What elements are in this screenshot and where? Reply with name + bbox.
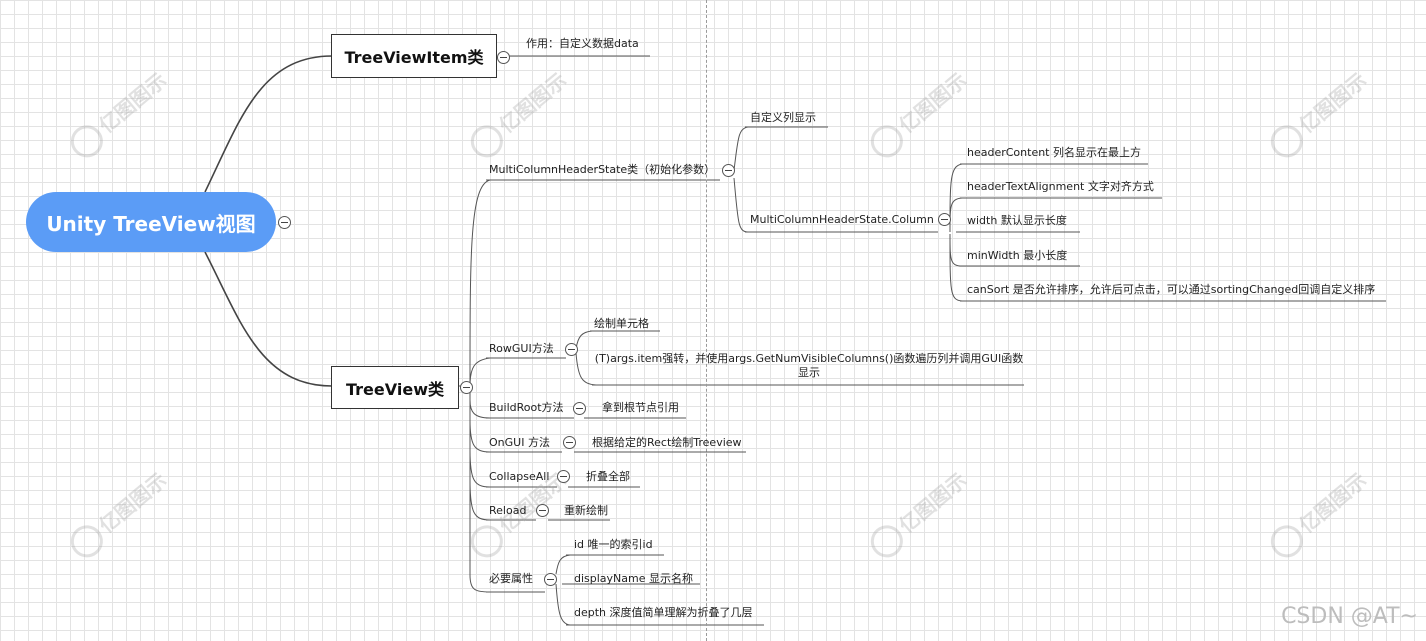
rowgui-child[interactable]: (T)args.item强转，并使用args.GetNumVisibleColu… [594,352,1024,379]
treeview-node[interactable]: TreeView类 [331,366,459,409]
csdn-credit: CSDN @AT~ [1281,604,1418,629]
rowgui-child[interactable]: 绘制单元格 [594,317,649,330]
column-field[interactable]: canSort 是否允许排序，允许后可点击，可以通过sortingChanged… [967,283,1376,296]
page-split-line [706,0,707,641]
collapse-rowgui-icon[interactable] [565,343,578,356]
required-node[interactable]: 必要属性 [489,572,533,585]
collapse-treeview-icon[interactable] [460,381,473,394]
ongui-node[interactable]: OnGUI 方法 [489,436,550,449]
required-child[interactable]: displayName 显示名称 [574,572,694,585]
buildroot-desc[interactable]: 拿到根节点引用 [602,401,679,414]
column-node[interactable]: MultiColumnHeaderState.Column [750,213,934,226]
ongui-desc[interactable]: 根据给定的Rect绘制Treeview [592,436,742,449]
column-field[interactable]: minWidth 最小长度 [967,249,1068,262]
collapse-required-icon[interactable] [544,573,557,586]
multicolumn-node[interactable]: MultiColumnHeaderState类（初始化参数） [489,163,716,176]
collapseall-node[interactable]: CollapseAll [489,470,550,483]
collapse-buildroot-icon[interactable] [573,402,586,415]
collapse-multicolumn-icon[interactable] [722,164,735,177]
buildroot-node[interactable]: BuildRoot方法 [489,401,564,414]
collapse-treeviewitem-icon[interactable] [497,51,510,64]
required-child[interactable]: id 唯一的索引id [574,538,653,551]
collapse-column-icon[interactable] [938,213,951,226]
collapse-ongui-icon[interactable] [563,436,576,449]
reload-desc[interactable]: 重新绘制 [564,504,608,517]
collapse-reload-icon[interactable] [536,504,549,517]
collapseall-desc[interactable]: 折叠全部 [586,470,630,483]
root-node[interactable]: Unity TreeView视图 [26,192,276,252]
rowgui-node[interactable]: RowGUI方法 [489,342,554,355]
column-field[interactable]: headerContent 列名显示在最上方 [967,146,1141,159]
treeviewitem-node[interactable]: TreeViewItem类 [331,34,497,78]
treeviewitem-role[interactable]: 作用：自定义数据data [526,37,639,50]
reload-node[interactable]: Reload [489,504,527,517]
collapse-collapseall-icon[interactable] [557,470,570,483]
custom-display-node[interactable]: 自定义列显示 [750,111,816,124]
column-field[interactable]: headerTextAlignment 文字对齐方式 [967,180,1154,193]
required-child[interactable]: depth 深度值简单理解为折叠了几层 [574,606,753,619]
collapse-root-icon[interactable] [278,216,291,229]
column-field[interactable]: width 默认显示长度 [967,214,1067,227]
